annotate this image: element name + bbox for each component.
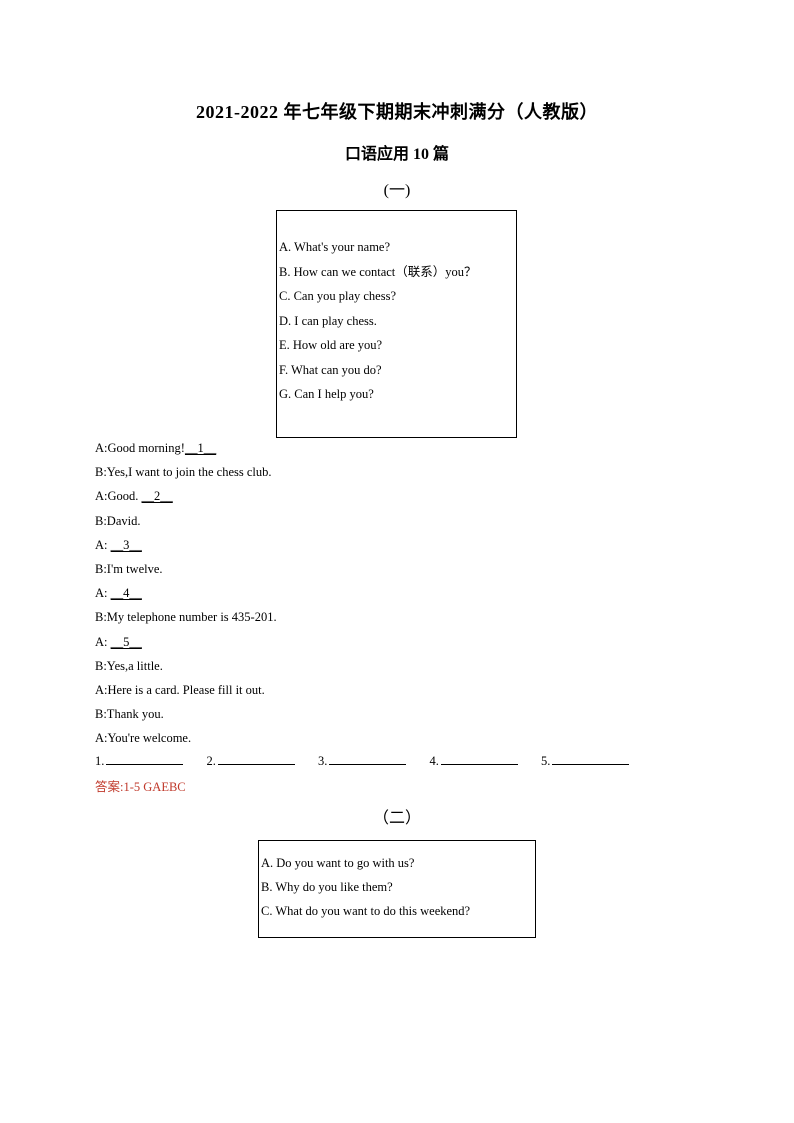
option-item: A. What's your name? [279,240,391,254]
answer-slot: 3. [318,750,407,771]
dialogue-text: B:Thank you. [95,707,164,722]
answer-number: 1. [95,754,105,768]
dialogue-line: A:Good. __2__ [95,484,277,508]
answer-line [552,750,630,765]
answer-line [106,750,184,765]
answer-key: 答案:1-5 GAEBC [95,780,186,794]
answer-slot: 4. [430,750,518,771]
dialogue-line: B:My telephone number is 435-201. [95,605,277,629]
dialogue-text: B:I'm twelve. [95,561,163,576]
dialogue-line: A: __4__ [95,581,277,605]
answer-number: 5. [541,754,551,768]
dialogue-text: B:David. [95,513,141,528]
dialogue-text: A:Good morning! [95,441,185,455]
dialogue: A:Good morning!__1__ B:Yes,I want to joi… [95,436,277,750]
dialogue-line: B:David. [95,509,277,533]
document-subtitle: 口语应用 10 篇 [344,146,449,163]
option-item: B. How can we contact（联系）you？ [279,264,477,279]
answer-blank: __5__ [110,634,142,649]
option-item: C. What do you want to do this weekend? [261,904,471,918]
dialogue-line: A:Good morning!__1__ [95,436,277,460]
answer-line [329,750,407,765]
dialogue-text: A: [95,586,111,601]
dialogue-text: A:Here is a card. Please fill it out. [95,682,265,697]
dialogue-text: A:You're welcome. [95,731,192,746]
dialogue-line: A:Here is a card. Please fill it out. [95,678,277,702]
answer-slot: 5. [541,750,630,771]
dialogue-line: B:I'm twelve. [95,557,277,581]
option-item: A. Do you want to go with us? [261,856,415,870]
dialogue-line: A: __5__ [95,630,277,654]
option-item: B. Why do you like them? [261,880,393,894]
answer-line [440,750,518,765]
dialogue-line: A:You're welcome. [95,726,277,750]
dialogue-text: B:My telephone number is 435-201. [95,610,277,625]
options-box-2: A. Do you want to go with us? B. Why do … [258,840,536,938]
answer-blank: __2__ [141,489,173,504]
dialogue-text: B:Yes,a little. [95,658,163,673]
answer-slot: 2. [207,750,295,771]
answer-number: 3. [318,754,328,768]
dialogue-text: A: [95,634,111,649]
dialogue-text: B:Yes,I want to join the chess club. [95,465,272,480]
dialogue-text: A:Good. [95,489,142,504]
answer-lines-row: 1. 2. 3. 4. 5. [95,750,630,771]
answer-slot: 1. [95,750,184,771]
dialogue-line: B:Yes,I want to join the chess club. [95,460,277,484]
document-title: 2021-2022 年七年级下期期末冲刺满分（人教版） [196,102,598,122]
answer-number: 2. [206,754,216,768]
dialogue-line: A: __3__ [95,533,277,557]
option-item: C. Can you play chess? [279,289,396,303]
section-1-label: (一) [383,182,411,199]
option-item: D. I can play chess. [279,313,377,328]
answer-blank: __3__ [110,537,142,552]
options-box-1: A. What's your name? B. How can we conta… [276,210,517,438]
dialogue-line: B:Thank you. [95,702,277,726]
dialogue-text: A: [95,537,111,552]
answer-blank: __4__ [110,586,142,601]
answer-line [217,750,295,765]
answer-blank: __1__ [184,441,217,455]
answer-number: 4. [429,754,439,768]
dialogue-line: B:Yes,a little. [95,654,277,678]
option-item: E. How old are you? [279,338,383,352]
section-2-label: （二） [372,810,421,827]
option-item: F. What can you do? [279,362,382,377]
option-item: G. Can I help you? [279,387,374,401]
